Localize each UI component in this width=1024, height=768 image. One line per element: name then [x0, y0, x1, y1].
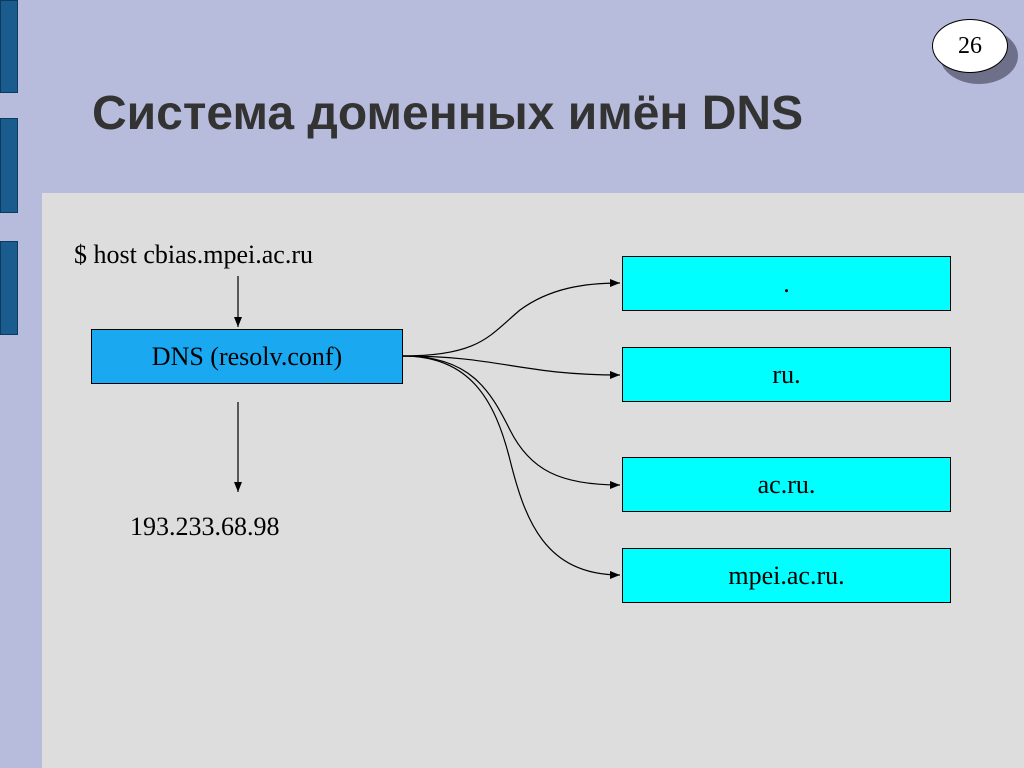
- page-number: 26: [958, 32, 982, 59]
- side-tab-decoration: [0, 118, 18, 213]
- server-label: mpei.ac.ru.: [728, 560, 845, 590]
- acru-server-box: ac.ru.: [622, 457, 951, 512]
- side-tab-decoration: [0, 0, 18, 93]
- page-number-badge: 26: [932, 19, 1008, 73]
- dns-resolver-label: DNS (resolv.conf): [151, 341, 343, 371]
- root-server-box: .: [622, 256, 951, 311]
- server-label: ru.: [772, 359, 801, 389]
- server-label: .: [783, 268, 790, 298]
- dns-resolver-box: DNS (resolv.conf): [91, 329, 403, 384]
- server-label: ac.ru.: [757, 469, 816, 499]
- mpei-server-box: mpei.ac.ru.: [622, 548, 951, 603]
- resolved-ip-address: 193.233.68.98: [130, 512, 280, 541]
- host-command: $ host cbias.mpei.ac.ru: [74, 240, 313, 269]
- slide-title: Система доменных имён DNS: [92, 87, 804, 140]
- side-tab-decoration: [0, 241, 18, 335]
- ru-server-box: ru.: [622, 347, 951, 402]
